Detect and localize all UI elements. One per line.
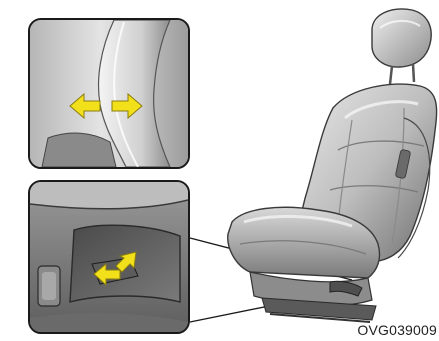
headrest — [372, 9, 431, 84]
figure-code: OVG039009 — [357, 322, 437, 338]
seat-cushion — [228, 207, 380, 322]
switch-detail-inset — [28, 180, 190, 334]
lumbar-detail-inset — [28, 18, 190, 169]
